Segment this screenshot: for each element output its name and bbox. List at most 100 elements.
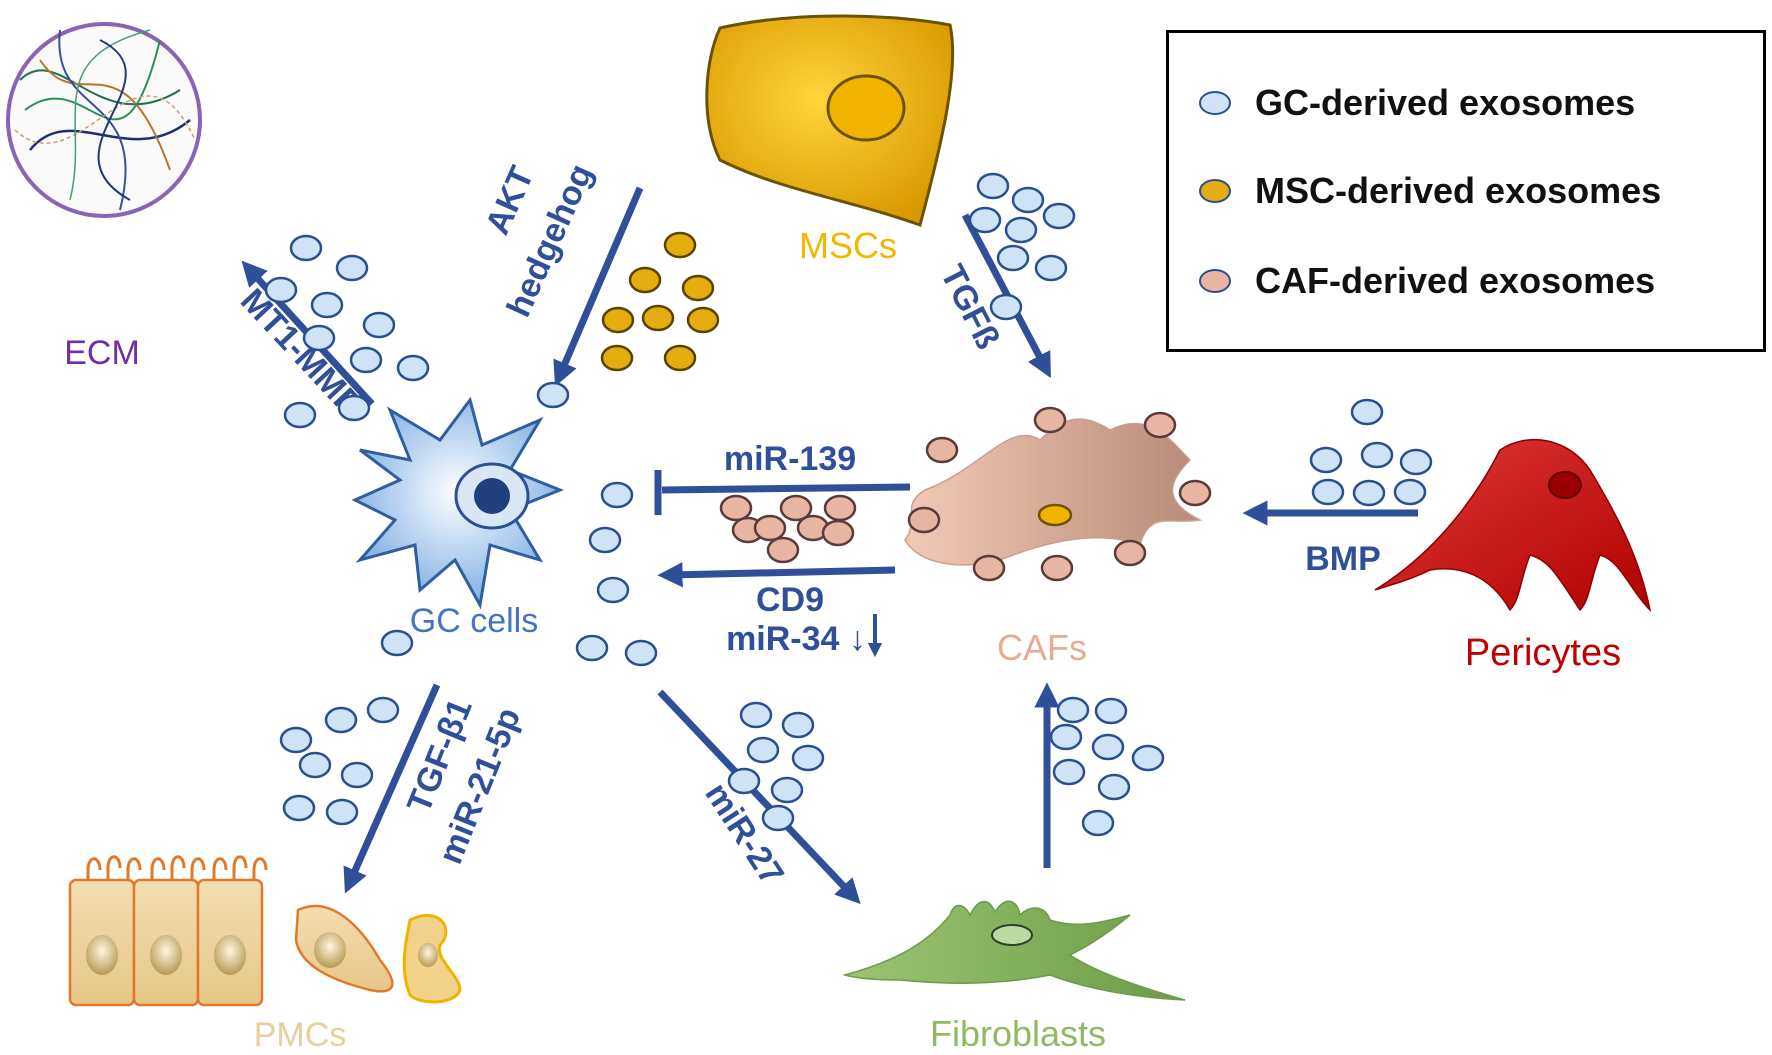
gc-exosome	[324, 706, 358, 734]
gc-exosome	[264, 276, 298, 304]
legend-item-gc: GC-derived exosomes	[1199, 81, 1635, 125]
caf-exosome	[925, 436, 959, 464]
gc-exosome	[770, 776, 804, 804]
caf-exosome	[1033, 406, 1067, 434]
legend-item-caf: CAF-derived exosomes	[1199, 259, 1655, 303]
caf-cell	[904, 418, 1203, 566]
caf-exosome	[823, 494, 857, 522]
msc-exosome	[686, 306, 720, 334]
caf-exosome	[779, 494, 813, 522]
cd9-arrow	[657, 562, 896, 588]
gc-exosome	[624, 639, 658, 667]
legend-label-gc: GC-derived exosomes	[1255, 82, 1636, 123]
gc-exosome	[1393, 478, 1427, 506]
msc-exosome	[663, 231, 697, 259]
pink-exosome-icon	[1199, 269, 1231, 293]
gc-exosome	[1094, 697, 1128, 725]
gc-exosome	[298, 751, 332, 779]
gc-label: GC cells	[410, 602, 538, 640]
gc-exosome	[1091, 733, 1125, 761]
mir34-label: miR-34 ↓	[726, 620, 866, 658]
gc-exosome	[976, 172, 1010, 200]
caf-label: CAFs	[997, 627, 1087, 668]
caf-exosome	[821, 519, 855, 547]
gc-exosome	[1049, 723, 1083, 751]
gc-exosome	[1309, 446, 1343, 474]
gc-exosome	[1081, 809, 1115, 837]
gc-exosome	[1352, 479, 1386, 507]
caf-exosome	[1178, 479, 1212, 507]
legend-label-caf: CAF-derived exosomes	[1255, 260, 1656, 301]
gc-exosome	[302, 324, 336, 352]
ecm-label: ECM	[64, 334, 140, 372]
yellow-exosome-icon	[1199, 179, 1231, 203]
caf-exosome	[1040, 554, 1074, 582]
exosome-group	[264, 172, 1433, 837]
gc-exosome	[791, 744, 825, 772]
gc-exosome	[283, 401, 317, 429]
akt-hedgehog-arrow	[553, 186, 644, 387]
gc-exosome	[289, 234, 323, 262]
gc-exosome	[366, 696, 400, 724]
msc-exosome	[601, 306, 635, 334]
pmc-label: PMCs	[254, 1016, 347, 1054]
caf-exosome	[766, 536, 800, 564]
gc-exosome	[968, 206, 1002, 234]
gc-exosome	[1004, 216, 1038, 244]
gc-exosome	[1399, 448, 1433, 476]
gc-exosome	[1097, 773, 1131, 801]
gc-exosome	[337, 394, 371, 422]
legend-box: GC-derived exosomes MSC-derived exosomes…	[1166, 30, 1766, 352]
gc-exosome	[362, 311, 396, 339]
gc-exosome	[340, 761, 374, 789]
caf-exosome	[1143, 411, 1177, 439]
msc-exosome	[663, 344, 697, 372]
gc-exosome	[335, 254, 369, 282]
legend-label-msc: MSC-derived exosomes	[1255, 170, 1662, 211]
msc-exosome	[628, 266, 662, 294]
mir139-inhibit-line	[661, 483, 911, 494]
caf-exosome	[1113, 539, 1147, 567]
gc-exosome	[279, 726, 313, 754]
pericyte-label: Pericytes	[1465, 632, 1621, 674]
msc-label: MSCs	[799, 225, 897, 266]
caf-exosome	[907, 506, 941, 534]
msc-cell	[705, 14, 955, 227]
gc-exosome	[396, 354, 430, 382]
mir139-label: miR-139	[724, 440, 856, 478]
gc-exosome	[536, 381, 570, 409]
gc-exosome	[325, 798, 359, 826]
gc-exosome	[600, 481, 634, 509]
gc-exosome	[1011, 186, 1045, 214]
pericyte-cell	[1374, 438, 1652, 613]
gc-exosome	[761, 804, 795, 832]
gc-exosome	[1131, 744, 1165, 772]
gc-exosome	[349, 346, 383, 374]
blue-exosome-icon	[1199, 91, 1231, 115]
msc-exosome	[641, 304, 675, 332]
tgfb-arrow	[961, 213, 1051, 379]
fibroblast-label: Fibroblasts	[930, 1013, 1106, 1054]
gc-exosome	[310, 291, 344, 319]
caf-exosome	[753, 514, 787, 542]
legend-item-msc: MSC-derived exosomes	[1199, 169, 1661, 213]
gc-exosome	[996, 244, 1030, 272]
bmp-label: BMP	[1305, 540, 1381, 578]
gc-exosome	[1311, 478, 1345, 506]
ecm-matrix	[6, 22, 202, 218]
gc-exosome	[380, 629, 414, 657]
gc-exosome	[739, 701, 773, 729]
fibroblast-cell	[842, 900, 1186, 1001]
gc-exosome	[1034, 254, 1068, 282]
gc-exosome	[989, 293, 1023, 321]
caf-exosome	[719, 494, 753, 522]
gc-exosome	[781, 711, 815, 739]
msc-exosome	[681, 274, 715, 302]
gc-exosome	[575, 634, 609, 662]
gc-exosome	[1052, 758, 1086, 786]
tgfb1-mir21-arrow	[343, 683, 441, 894]
gc-exosome	[746, 736, 780, 764]
gc-exosome	[588, 526, 622, 554]
